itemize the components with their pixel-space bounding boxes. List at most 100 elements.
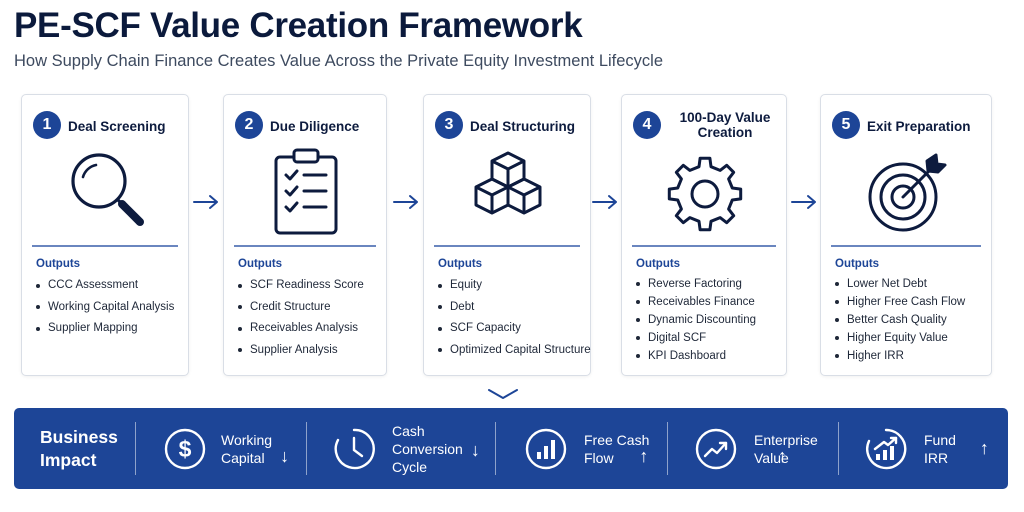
impact-metric-line: Cycle bbox=[392, 458, 428, 475]
outputs-list: Equity Debt SCF Capacity Optimized Capit… bbox=[438, 275, 591, 362]
stage-title: 100-Day Value Creation bbox=[668, 107, 782, 143]
stage-title: Deal Structuring bbox=[470, 118, 576, 134]
impact-metric-cash-conversion-cycle: Cash Conversion Cycle ↓ bbox=[332, 408, 480, 489]
business-impact-label-line: Business bbox=[40, 426, 118, 447]
output-item: Reverse Factoring bbox=[636, 275, 782, 293]
stage-divider bbox=[234, 245, 376, 247]
magnifying-glass-icon bbox=[56, 147, 156, 237]
output-item: SCF Readiness Score bbox=[238, 275, 382, 297]
stacked-cubes-icon bbox=[458, 147, 558, 237]
stage-number-badge: 1 bbox=[33, 111, 61, 139]
impact-metric-line: Free Cash bbox=[584, 431, 650, 448]
bar-chart-icon bbox=[525, 428, 567, 469]
stage-title: Exit Preparation bbox=[867, 118, 971, 134]
output-item: Working Capital Analysis bbox=[36, 297, 184, 319]
impact-metric-line: Fund bbox=[924, 431, 956, 448]
arrow-right-icon bbox=[592, 195, 617, 209]
output-item: KPI Dashboard bbox=[636, 347, 782, 365]
page-subtitle: How Supply Chain Finance Creates Value A… bbox=[14, 52, 664, 70]
stage-number-badge: 2 bbox=[235, 111, 263, 139]
arrow-down-icon: ↓ bbox=[280, 446, 290, 466]
stage-card-deal-screening: 1 Deal Screening Outputs CCC Assessment … bbox=[21, 94, 189, 376]
stage-number-badge: 4 bbox=[633, 111, 661, 139]
impact-metric-text: Cash Conversion Cycle bbox=[392, 422, 463, 476]
impact-metric-line: Flow bbox=[584, 449, 614, 466]
impact-metric-line: Capital bbox=[221, 449, 265, 466]
impact-separator bbox=[135, 422, 136, 475]
output-item: Debt bbox=[438, 297, 586, 319]
arrow-right-icon bbox=[791, 195, 816, 209]
arrow-right-icon bbox=[393, 195, 418, 209]
impact-metric-line: IRR bbox=[924, 449, 949, 466]
impact-metric-line: Cash bbox=[392, 422, 425, 439]
stage-divider bbox=[434, 245, 580, 247]
output-item: Lower Net Debt bbox=[835, 275, 987, 293]
output-item: Dynamic Discounting bbox=[636, 311, 782, 329]
outputs-label: Outputs bbox=[238, 258, 283, 270]
clipboard-checklist-icon bbox=[256, 147, 356, 237]
stage-number-badge: 3 bbox=[435, 111, 463, 139]
impact-metric-line: Enterprise bbox=[754, 431, 818, 448]
output-item: Better Cash Quality bbox=[835, 311, 987, 329]
output-item: Optimized Capital Structure bbox=[438, 340, 591, 362]
stage-card-due-diligence: 2 Due Diligence Outputs SCF Readiness Sc… bbox=[223, 94, 387, 376]
arrow-right-icon bbox=[193, 195, 218, 209]
page-title: PE-SCF Value Creation Framework bbox=[14, 6, 583, 45]
output-item: Higher Free Cash Flow bbox=[835, 293, 987, 311]
stage-title-line: 100-Day Value bbox=[679, 110, 771, 125]
outputs-label: Outputs bbox=[36, 258, 81, 270]
stage-title-line: Creation bbox=[697, 125, 753, 140]
impact-metric-line: Conversion bbox=[392, 440, 463, 457]
outputs-list: Reverse Factoring Receivables Finance Dy… bbox=[636, 275, 782, 365]
target-arrow-icon bbox=[857, 147, 957, 237]
impact-metric-line: Working bbox=[221, 431, 273, 448]
stage-divider bbox=[831, 245, 981, 247]
output-item: Receivables Analysis bbox=[238, 318, 382, 340]
outputs-list: CCC Assessment Working Capital Analysis … bbox=[36, 275, 184, 340]
output-item: Supplier Analysis bbox=[238, 340, 382, 362]
impact-metric-text: Fund IRR bbox=[924, 431, 956, 467]
impact-metric-text: Enterprise Value bbox=[754, 431, 818, 467]
impact-metric-enterprise-value: Enterprise Value ↑ bbox=[694, 408, 818, 489]
stage-card-100-day-value-creation: 4 100-Day Value Creation Outputs Reverse… bbox=[621, 94, 787, 376]
arrow-up-icon: ↑ bbox=[639, 446, 649, 466]
growth-chart-icon bbox=[866, 428, 907, 469]
impact-separator bbox=[667, 422, 668, 475]
output-item: Higher Equity Value bbox=[835, 329, 987, 347]
stage-title: Due Diligence bbox=[270, 118, 360, 134]
impact-metric-working-capital: $ Working Capital ↓ bbox=[163, 408, 289, 489]
output-item: Equity bbox=[438, 275, 586, 297]
stage-divider bbox=[632, 245, 776, 247]
outputs-list: Lower Net Debt Higher Free Cash Flow Bet… bbox=[835, 275, 987, 365]
output-item: Supplier Mapping bbox=[36, 318, 184, 340]
impact-metric-text: Free Cash Flow bbox=[584, 431, 649, 467]
impact-metric-line: Value bbox=[754, 449, 789, 466]
stage-number-badge: 5 bbox=[832, 111, 860, 139]
stage-divider bbox=[32, 245, 178, 247]
business-impact-label-line: Impact bbox=[40, 449, 97, 470]
output-item: Credit Structure bbox=[238, 297, 382, 319]
output-item: Higher IRR bbox=[835, 347, 987, 365]
output-item: Receivables Finance bbox=[636, 293, 782, 311]
outputs-label: Outputs bbox=[636, 258, 681, 270]
clock-icon bbox=[334, 428, 375, 469]
business-impact-label: Business Impact bbox=[40, 408, 118, 489]
impact-metric-fund-irr: Fund IRR ↑ bbox=[864, 408, 989, 489]
impact-metric-free-cash-flow: Free Cash Flow ↑ bbox=[524, 408, 649, 489]
business-impact-band: Business Impact $ Working Capital ↓ Cash… bbox=[14, 408, 1008, 489]
impact-metric-text: Working Capital bbox=[221, 431, 272, 467]
output-item: SCF Capacity bbox=[438, 318, 586, 340]
outputs-list: SCF Readiness Score Credit Structure Rec… bbox=[238, 275, 382, 361]
impact-separator bbox=[306, 422, 307, 475]
output-item: CCC Assessment bbox=[36, 275, 184, 297]
gear-icon bbox=[655, 147, 755, 237]
stage-title: Deal Screening bbox=[68, 118, 166, 134]
stage-card-exit-preparation: 5 Exit Preparation Outputs Lower Net Deb… bbox=[820, 94, 992, 376]
trend-up-circle-icon bbox=[695, 428, 737, 469]
outputs-label: Outputs bbox=[835, 258, 880, 270]
dollar-circle-icon: $ bbox=[164, 428, 206, 469]
output-item: Digital SCF bbox=[636, 329, 782, 347]
arrow-up-icon: ↑ bbox=[979, 438, 989, 458]
stage-card-deal-structuring: 3 Deal Structuring Outputs Equity Debt S… bbox=[423, 94, 591, 376]
chevron-down-icon bbox=[488, 389, 518, 399]
